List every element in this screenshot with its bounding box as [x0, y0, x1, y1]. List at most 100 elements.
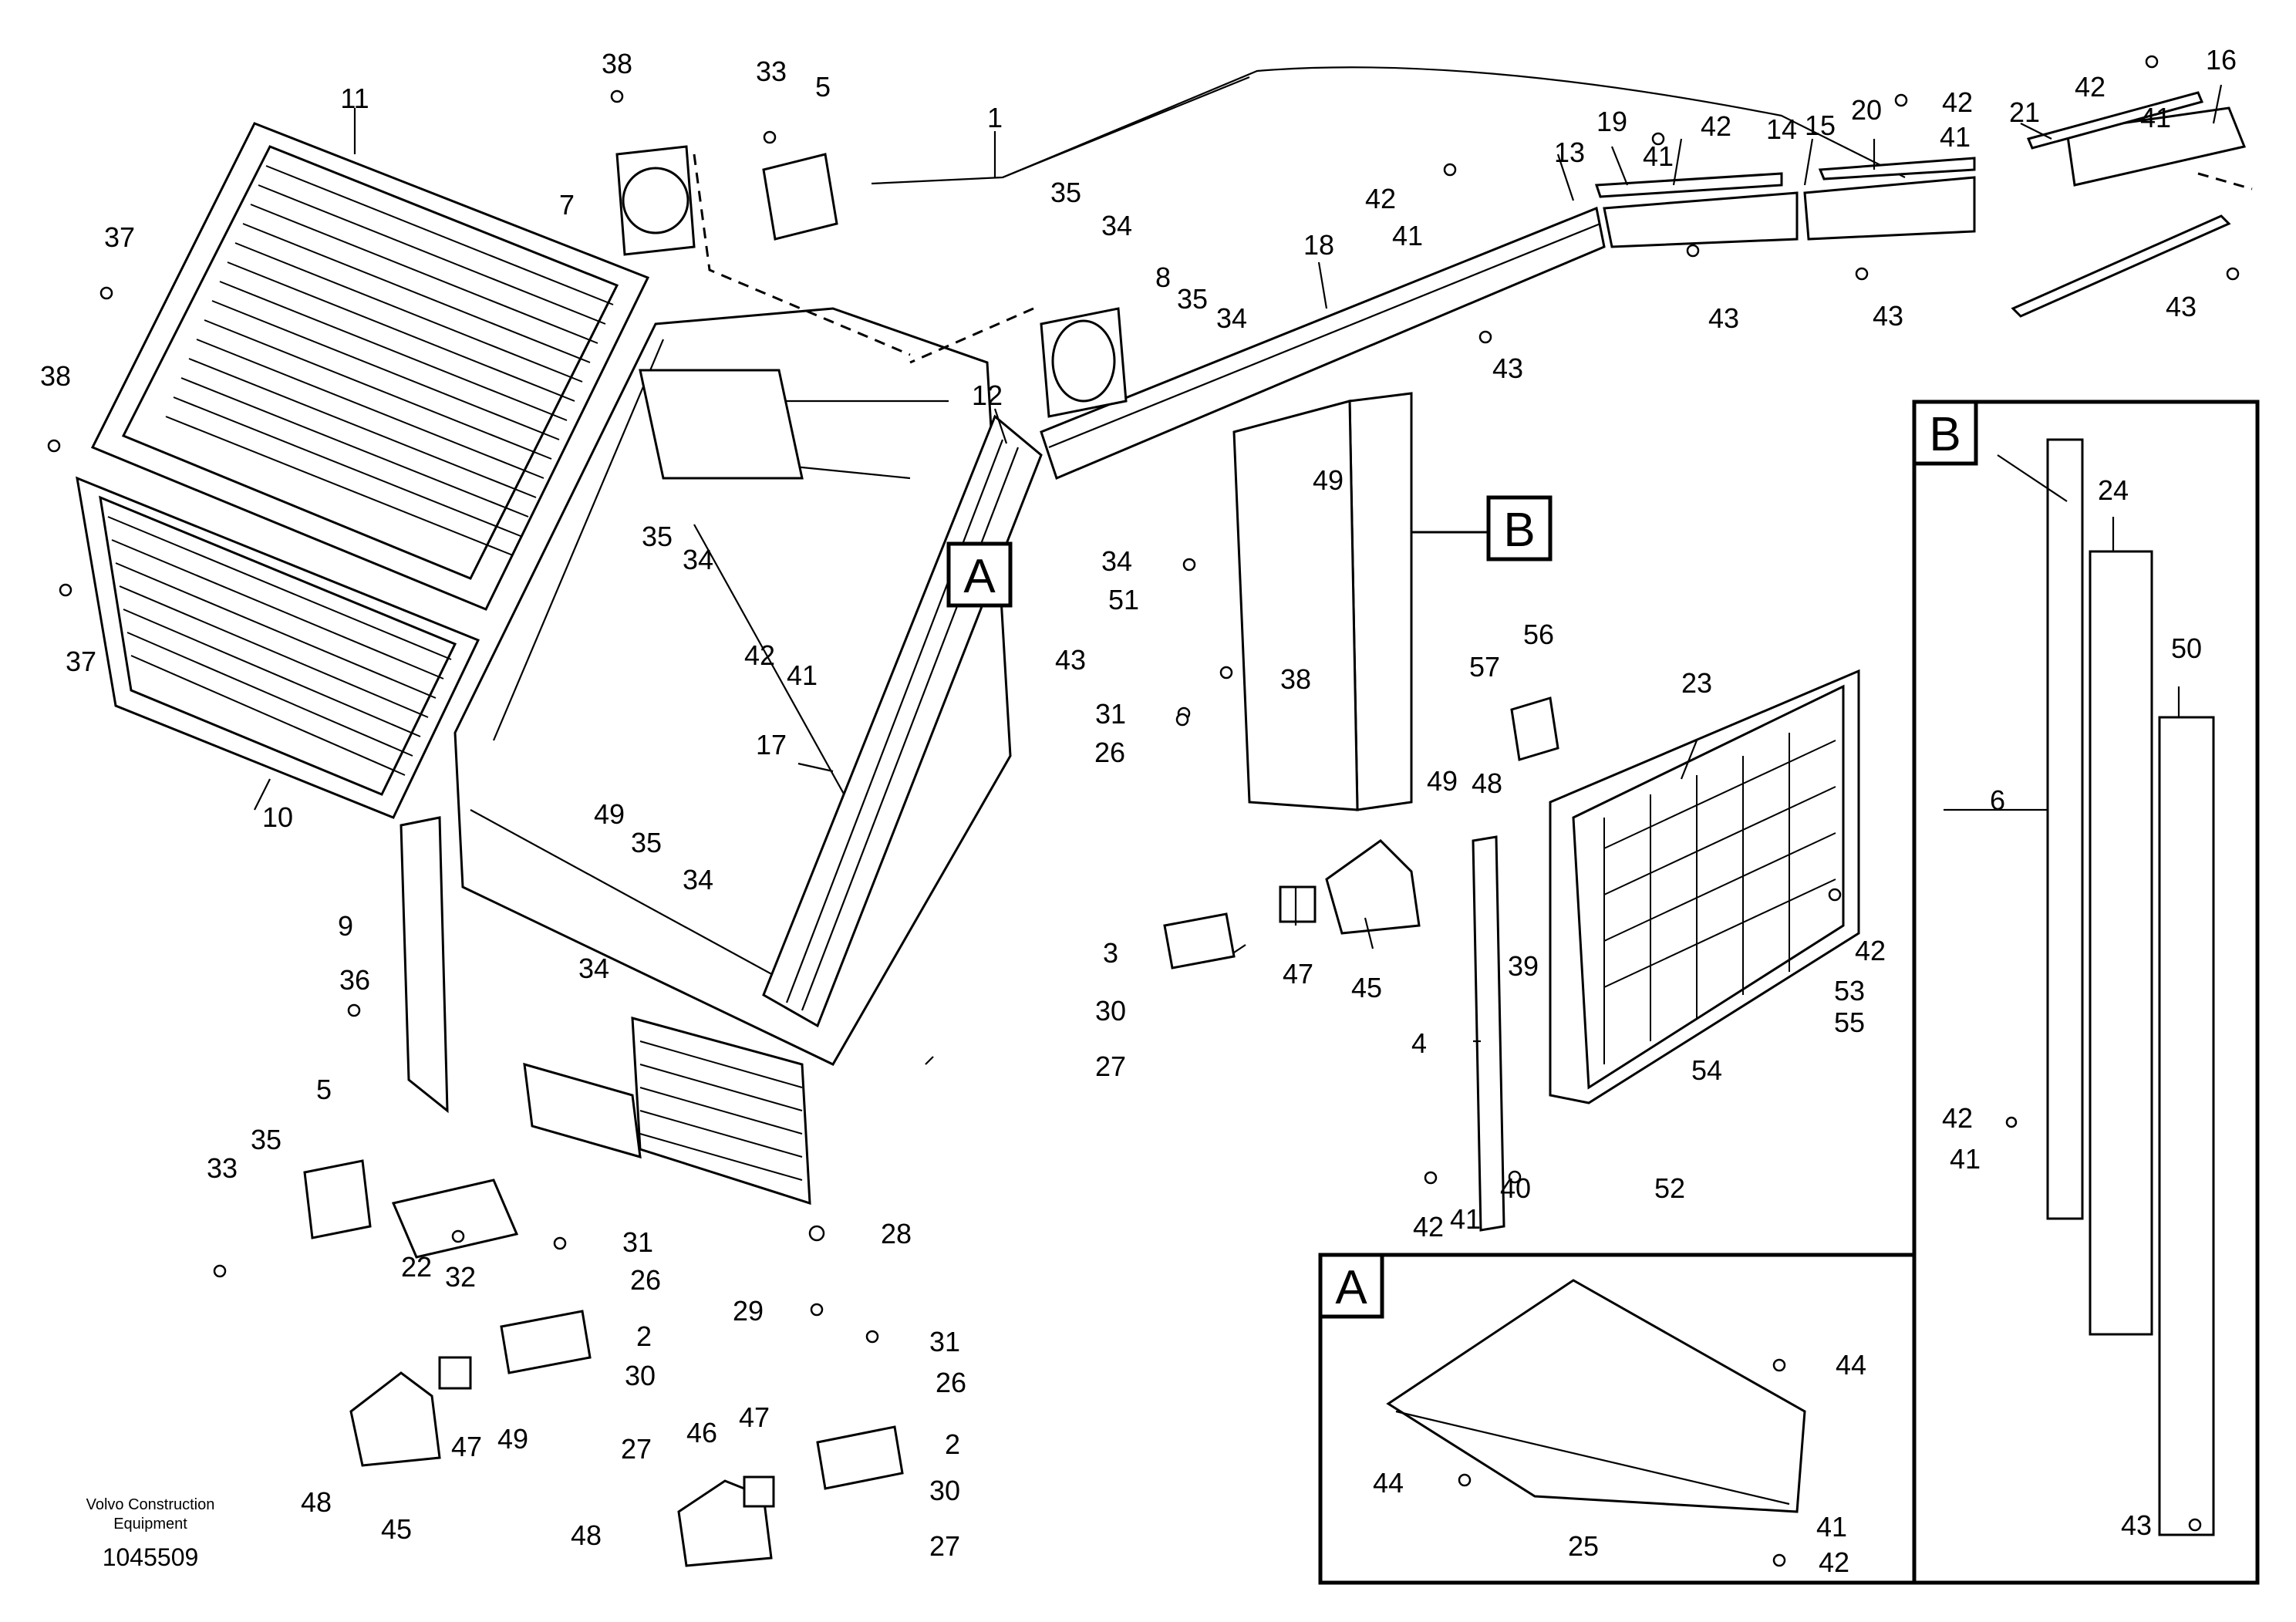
- lower-side-grille: [523, 1017, 811, 1206]
- callout-2: 2: [945, 1428, 960, 1460]
- callout-2: 2: [636, 1320, 652, 1352]
- callout-43: 43: [1873, 300, 1903, 332]
- callout-52: 52: [1654, 1172, 1685, 1204]
- callout-17: 17: [756, 729, 787, 760]
- block-2-left: [500, 1310, 592, 1374]
- callout-43: 43: [1708, 302, 1739, 334]
- callout-24: 24: [2098, 474, 2129, 506]
- callout-25: 25: [1568, 1530, 1599, 1562]
- callout-36: 36: [339, 964, 370, 996]
- callout-34: 34: [1216, 302, 1247, 334]
- view-marker-b: [1411, 495, 1553, 561]
- grille-10: [76, 476, 480, 819]
- callout-42: 42: [744, 639, 775, 671]
- callout-41: 41: [2140, 102, 2171, 133]
- callout-11: 11: [340, 83, 369, 114]
- callout-19: 19: [1596, 106, 1627, 137]
- callout-38: 38: [602, 48, 632, 79]
- view-marker-a-label: A: [963, 550, 996, 603]
- callout-33: 33: [207, 1152, 238, 1184]
- flange-7: [615, 145, 696, 256]
- callout-23: 23: [1681, 667, 1712, 699]
- callout-22: 22: [401, 1251, 432, 1283]
- callout-35: 35: [631, 827, 662, 858]
- callout-37: 37: [104, 221, 135, 253]
- callout-34: 34: [1101, 545, 1132, 577]
- channel-18: [1040, 206, 1606, 481]
- callout-26: 26: [936, 1367, 966, 1398]
- callout-27: 27: [1095, 1050, 1126, 1082]
- cover-22: [391, 1179, 519, 1259]
- callout-47: 47: [739, 1401, 770, 1433]
- callout-16: 16: [2206, 44, 2237, 76]
- callout-45: 45: [1351, 972, 1382, 1003]
- callout-27: 27: [929, 1530, 960, 1562]
- callout-27: 27: [621, 1433, 652, 1465]
- callout-43: 43: [2121, 1509, 2152, 1541]
- callout-43: 43: [2166, 291, 2197, 322]
- callout-38: 38: [40, 360, 71, 392]
- callout-37: 37: [66, 646, 96, 677]
- callout-51: 51: [1108, 584, 1139, 615]
- callout-labels: 1 2 2 3 4 5 5 6 7 8 9 10 11 12 13 14 15 …: [40, 44, 2237, 1578]
- callout-9: 9: [338, 910, 353, 942]
- callout-34: 34: [683, 864, 713, 895]
- callout-48: 48: [1472, 767, 1502, 799]
- seal-strips: [1594, 91, 2247, 318]
- callout-41: 41: [787, 659, 818, 691]
- post-b-assembly: [1232, 392, 1413, 811]
- callout-35: 35: [1177, 283, 1208, 315]
- callout-10: 10: [262, 801, 293, 833]
- callout-57: 57: [1469, 651, 1500, 683]
- callout-20: 20: [1851, 94, 1882, 126]
- callout-34: 34: [683, 544, 713, 575]
- hose-leader-3: [2197, 172, 2253, 191]
- callout-30: 30: [1095, 995, 1126, 1027]
- grille-11: [90, 122, 650, 611]
- cover-5-top: [762, 153, 838, 241]
- callout-35: 35: [642, 521, 673, 552]
- callout-49: 49: [1427, 765, 1458, 797]
- callout-42: 42: [1365, 183, 1396, 214]
- callout-26: 26: [1094, 737, 1125, 768]
- callout-29: 29: [733, 1295, 764, 1327]
- callout-49: 49: [497, 1423, 528, 1455]
- callout-3: 3: [1103, 937, 1118, 969]
- hinge-4: [1472, 835, 1505, 1232]
- callout-38: 38: [1280, 663, 1311, 695]
- callout-42: 42: [2075, 71, 2106, 103]
- callout-47: 47: [451, 1431, 482, 1462]
- callout-35: 35: [251, 1124, 282, 1155]
- panel-9: [400, 816, 449, 1114]
- latch-56: [1510, 696, 1559, 761]
- callout-53: 53: [1834, 975, 1865, 1007]
- callout-42: 42: [1855, 935, 1886, 966]
- hose-leader-2: [909, 307, 1034, 364]
- callout-33: 33: [756, 56, 787, 87]
- callout-34: 34: [1101, 210, 1132, 241]
- callout-46: 46: [686, 1417, 717, 1448]
- callout-48: 48: [301, 1486, 332, 1518]
- block-3: [1163, 912, 1236, 969]
- callout-21: 21: [2009, 96, 2040, 128]
- callout-41: 41: [1450, 1203, 1481, 1235]
- callout-26: 26: [630, 1264, 661, 1296]
- callout-42: 42: [1819, 1546, 1849, 1578]
- callout-43: 43: [1492, 352, 1523, 384]
- callout-31: 31: [929, 1326, 960, 1357]
- callout-41: 41: [1940, 121, 1971, 153]
- footer-company-line1: Volvo Construction: [86, 1496, 215, 1513]
- bolts: [47, 55, 2240, 1567]
- callout-4: 4: [1411, 1027, 1427, 1059]
- callout-31: 31: [1095, 698, 1126, 730]
- hinge-bracket-45-right: [1279, 839, 1421, 935]
- callout-8: 8: [1155, 261, 1171, 293]
- callout-45: 45: [381, 1513, 412, 1545]
- callout-18: 18: [1303, 229, 1334, 261]
- callout-43: 43: [1055, 644, 1086, 676]
- callout-42: 42: [1701, 110, 1731, 142]
- callout-5: 5: [316, 1074, 332, 1105]
- callout-15: 15: [1805, 110, 1836, 141]
- callout-42: 42: [1942, 1102, 1973, 1134]
- cover-5-lower: [303, 1159, 372, 1239]
